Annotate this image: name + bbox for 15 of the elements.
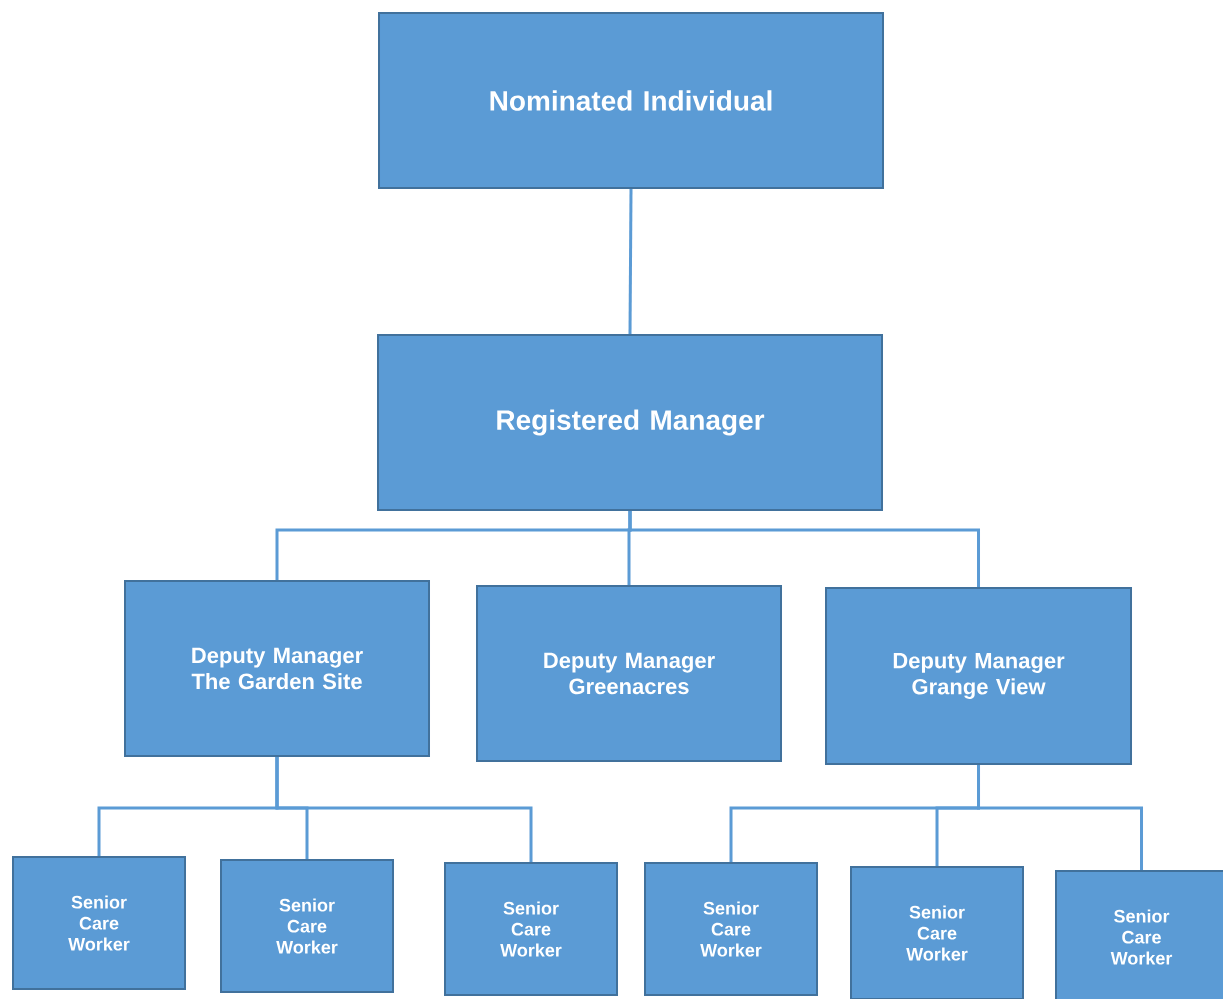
org-box: Deputy Manager The Garden Site xyxy=(124,580,430,757)
org-box: Senior Care Worker xyxy=(12,856,186,990)
connector-line xyxy=(275,757,533,862)
org-box: Deputy Manager Grange View xyxy=(825,587,1132,765)
org-box: Senior Care Worker xyxy=(444,862,618,996)
org-box: Senior Care Worker xyxy=(850,866,1024,999)
connector-line xyxy=(628,511,980,587)
org-box: Registered Manager xyxy=(377,334,883,511)
org-box: Senior Care Worker xyxy=(220,859,394,993)
org-box: Senior Care Worker xyxy=(1055,870,1223,999)
org-box: Nominated Individual xyxy=(378,12,884,189)
connector-line xyxy=(628,189,633,334)
connector-line xyxy=(977,765,1143,870)
org-box: Deputy Manager Greenacres xyxy=(476,585,782,762)
org-box: Senior Care Worker xyxy=(644,862,818,996)
